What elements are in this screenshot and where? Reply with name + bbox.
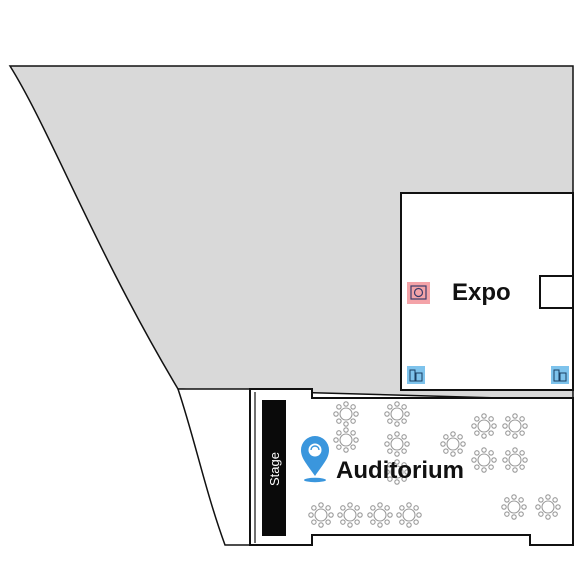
west-corridor [176,388,251,546]
stage[interactable]: Stage [262,400,286,536]
round-table [535,494,561,520]
round-table [337,502,363,528]
round-table [440,431,466,457]
round-table [308,502,334,528]
round-table [333,401,359,427]
round-table [501,494,527,520]
expo-label: Expo [452,279,511,306]
room-auditorium[interactable]: Stage Auditorium [249,388,574,546]
round-table [502,413,528,439]
stage-label: Stage [267,452,282,486]
round-table [333,427,359,453]
round-table [471,447,497,473]
round-table [471,413,497,439]
round-table [384,401,410,427]
seating-area [308,401,561,528]
round-table [384,431,410,457]
round-table [502,447,528,473]
auditorium-label: Auditorium [336,457,464,484]
location-pin-icon[interactable] [301,436,329,483]
round-table [384,459,410,485]
round-table [396,502,422,528]
room-expo[interactable]: Expo [400,192,574,391]
elevator-icon[interactable] [551,366,569,384]
expo-booth[interactable] [539,275,574,309]
elevator-icon[interactable] [407,366,425,384]
round-table [367,502,393,528]
amenity-icon[interactable] [407,282,430,304]
